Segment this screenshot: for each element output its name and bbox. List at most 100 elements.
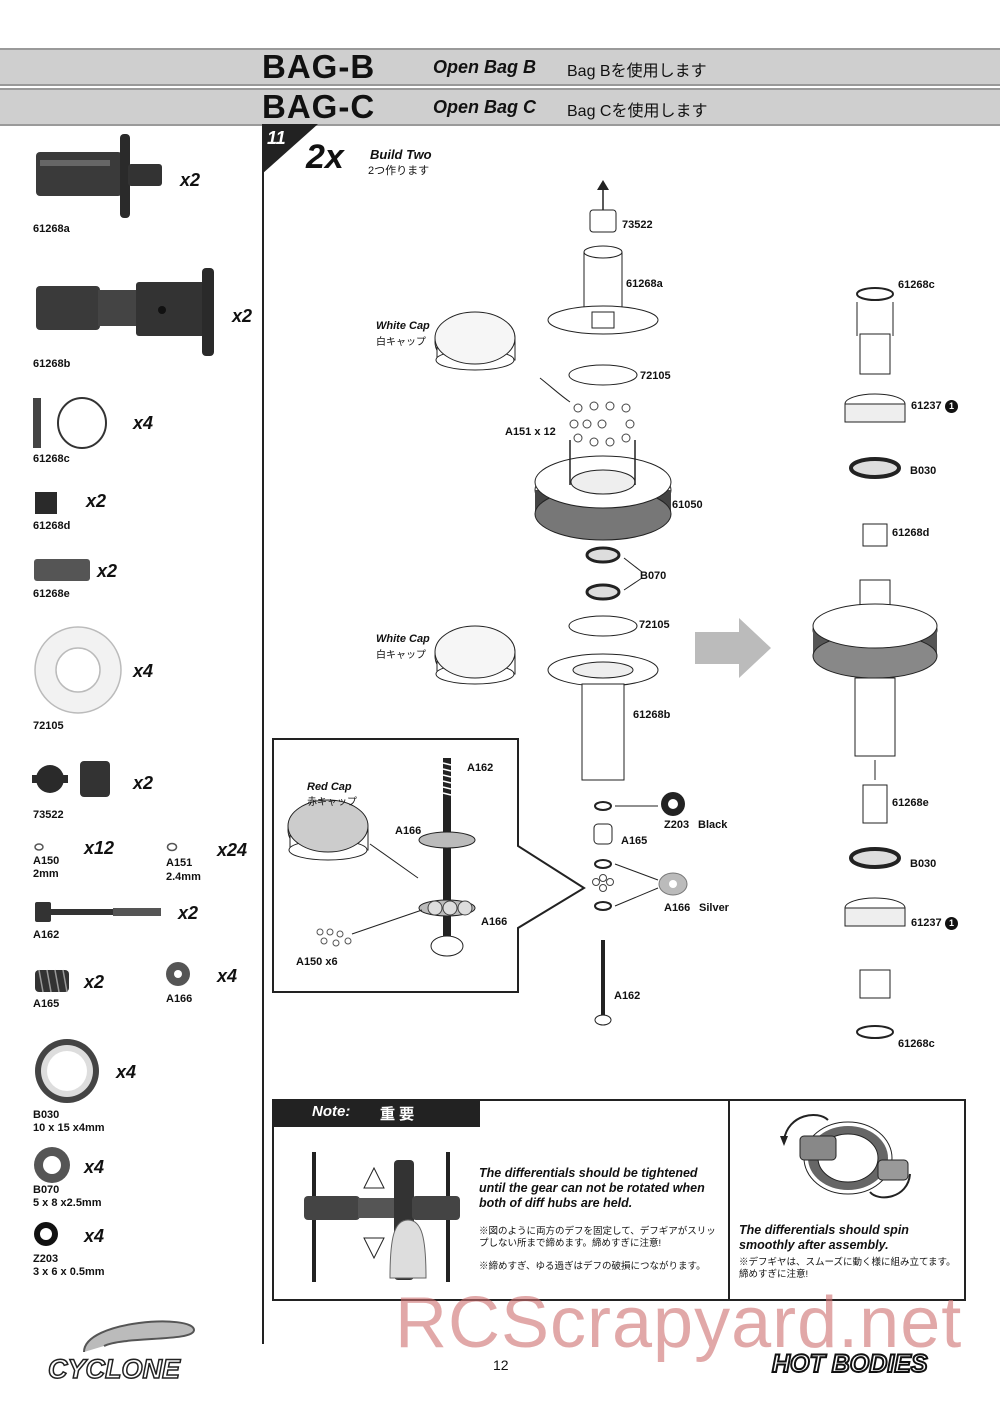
- note-tighten-jp-2: ※締めすぎ、ゆる過ぎはデフの破損につながります。: [479, 1261, 706, 1272]
- part-61268a-id: 61268a: [33, 223, 70, 235]
- part-b070-size: 5 x 8 x2.5mm: [33, 1197, 102, 1209]
- label-black: Black: [698, 819, 728, 831]
- part-61268e-qty: x2: [97, 561, 118, 581]
- part-a150-qty: x12: [84, 838, 115, 858]
- part-61268a-qty: x2: [180, 170, 201, 190]
- bag-c-open: Open Bag C: [433, 97, 537, 117]
- circled-one-icon: 1: [945, 917, 958, 930]
- part-61268b-qty: x2: [232, 306, 253, 326]
- r-label-b030-bottom: B030: [910, 858, 937, 870]
- part-z203-id: Z203: [33, 1253, 59, 1265]
- label-a166: A166: [664, 902, 691, 914]
- exploded-assembly-diagram: [434, 180, 688, 1026]
- part-z203-size: 3 x 6 x 0.5mm: [33, 1266, 105, 1278]
- assembled-diff-diagram: [812, 287, 938, 1039]
- part-b030-size: 10 x 15 x4mm: [33, 1122, 105, 1134]
- inset-label-a166-bottom: A166: [481, 916, 508, 928]
- part-72105-image: [34, 626, 122, 714]
- part-a165-qty: x2: [84, 972, 105, 992]
- inset-red-cap-jp: 赤キャップ: [307, 797, 357, 808]
- label-white-cap-1-jp: 白キャップ: [376, 337, 426, 348]
- note-title: Note:: [312, 1103, 351, 1120]
- label-white-cap-1: White Cap: [376, 320, 430, 332]
- part-61268d-id: 61268d: [33, 520, 71, 532]
- step-tab: [262, 124, 318, 174]
- step-number: 11: [267, 128, 286, 148]
- svg-text:HOT BODIES: HOT BODIES: [772, 1350, 928, 1378]
- part-b070-image: [34, 1147, 70, 1183]
- part-73522-image: [32, 761, 110, 797]
- r-label-61237-bottom: 61237: [911, 917, 942, 929]
- svg-text:CYCLONE: CYCLONE: [48, 1354, 181, 1384]
- note-tighten-en: The differentials should be tightened un…: [479, 1166, 705, 1210]
- part-73522-id: 73522: [33, 809, 64, 821]
- bag-b-banner: BAG-B Open Bag B Bag Bを使用します: [0, 48, 1000, 86]
- r-label-61268c-bottom: 61268c: [898, 1038, 935, 1050]
- page-number: 12: [493, 1357, 509, 1373]
- part-61268c-id: 61268c: [33, 453, 70, 465]
- label-73522: 73522: [622, 219, 653, 231]
- part-b030-id: B030: [33, 1109, 60, 1121]
- r-label-61268d: 61268d: [892, 527, 930, 539]
- note-divider: [728, 1099, 730, 1299]
- part-a150-image: [34, 843, 44, 851]
- note-spin-jp: ※デフギヤは、スムーズに動く様に組み立てます。締めすぎに注意!: [739, 1257, 956, 1280]
- hot-bodies-logo: HOT BODIES: [771, 1349, 929, 1379]
- assembly-arrow-icon: [695, 618, 771, 678]
- note-tighten-jp-1: ※図のように両方のデフを固定して、デフギアがスリップしない所まで締めます。締めす…: [479, 1226, 716, 1249]
- part-a166-image: [166, 962, 190, 986]
- label-white-cap-2: White Cap: [376, 633, 430, 645]
- label-white-cap-2-jp: 白キャップ: [376, 650, 426, 661]
- part-a151-size: 2.4mm: [166, 871, 201, 883]
- part-61268b-image: [36, 268, 214, 356]
- part-61268a-image: [36, 134, 162, 218]
- label-a162: A162: [614, 990, 641, 1002]
- label-b070: B070: [640, 570, 667, 582]
- part-z203-image: [34, 1222, 58, 1246]
- part-61268b-id: 61268b: [33, 358, 71, 370]
- part-a166-qty: x4: [217, 966, 238, 986]
- watermark: RCScrapyard.net: [395, 1283, 963, 1363]
- label-72105-b: 72105: [639, 619, 670, 631]
- label-z203: Z203: [664, 819, 690, 831]
- part-a151-image: [166, 842, 178, 852]
- diff-hub-hold-illustration: [304, 1152, 460, 1282]
- diff-spin-illustration: [780, 1113, 911, 1199]
- part-z203-qty: x4: [84, 1226, 105, 1246]
- inset-label-a166-top: A166: [395, 825, 422, 837]
- r-label-61268c-top: 61268c: [898, 279, 935, 291]
- part-73522-qty: x2: [133, 773, 154, 793]
- inset-red-cap: Red Cap: [307, 781, 352, 793]
- bag-b-open: Open Bag B: [433, 57, 537, 77]
- step-build-jp: 2つ作ります: [368, 165, 430, 177]
- bag-b-code: BAG-B: [262, 48, 376, 85]
- label-a151: A151 x 12: [505, 426, 556, 438]
- r-label-61268e: 61268e: [892, 797, 929, 809]
- bag-c-banner: BAG-C Open Bag C Bag Cを使用します: [0, 88, 1000, 126]
- circled-one-icon: 1: [945, 400, 958, 413]
- bag-c-code: BAG-C: [262, 88, 376, 125]
- part-b070-id: B070: [33, 1184, 60, 1196]
- part-a165-image: [35, 969, 69, 993]
- cyclone-logo: CYCLONE: [47, 1320, 196, 1385]
- part-a162-image: [35, 902, 161, 922]
- label-a165: A165: [621, 835, 648, 847]
- bag-b-jp: Bag Bを使用します: [567, 63, 707, 80]
- part-a162-id: A162: [33, 929, 60, 941]
- part-72105-qty: x4: [133, 661, 154, 681]
- inset-box: [272, 738, 586, 993]
- bag-c-jp: Bag Cを使用します: [567, 103, 708, 120]
- note-spin-en: The differentials should spin smoothly a…: [739, 1223, 909, 1252]
- part-a165-id: A165: [33, 998, 60, 1010]
- part-a150-id: A150: [33, 855, 60, 867]
- part-b030-qty: x4: [116, 1062, 137, 1082]
- part-b030-image: [35, 1039, 99, 1103]
- label-72105-a: 72105: [640, 370, 671, 382]
- part-61268c-image: [33, 397, 107, 449]
- part-61268e-id: 61268e: [33, 588, 70, 600]
- part-a166-id: A166: [166, 993, 193, 1005]
- inset-label-a150: A150 x6: [296, 956, 338, 968]
- label-61268b: 61268b: [633, 709, 671, 721]
- label-61050: 61050: [672, 499, 703, 511]
- r-label-b030-top: B030: [910, 465, 937, 477]
